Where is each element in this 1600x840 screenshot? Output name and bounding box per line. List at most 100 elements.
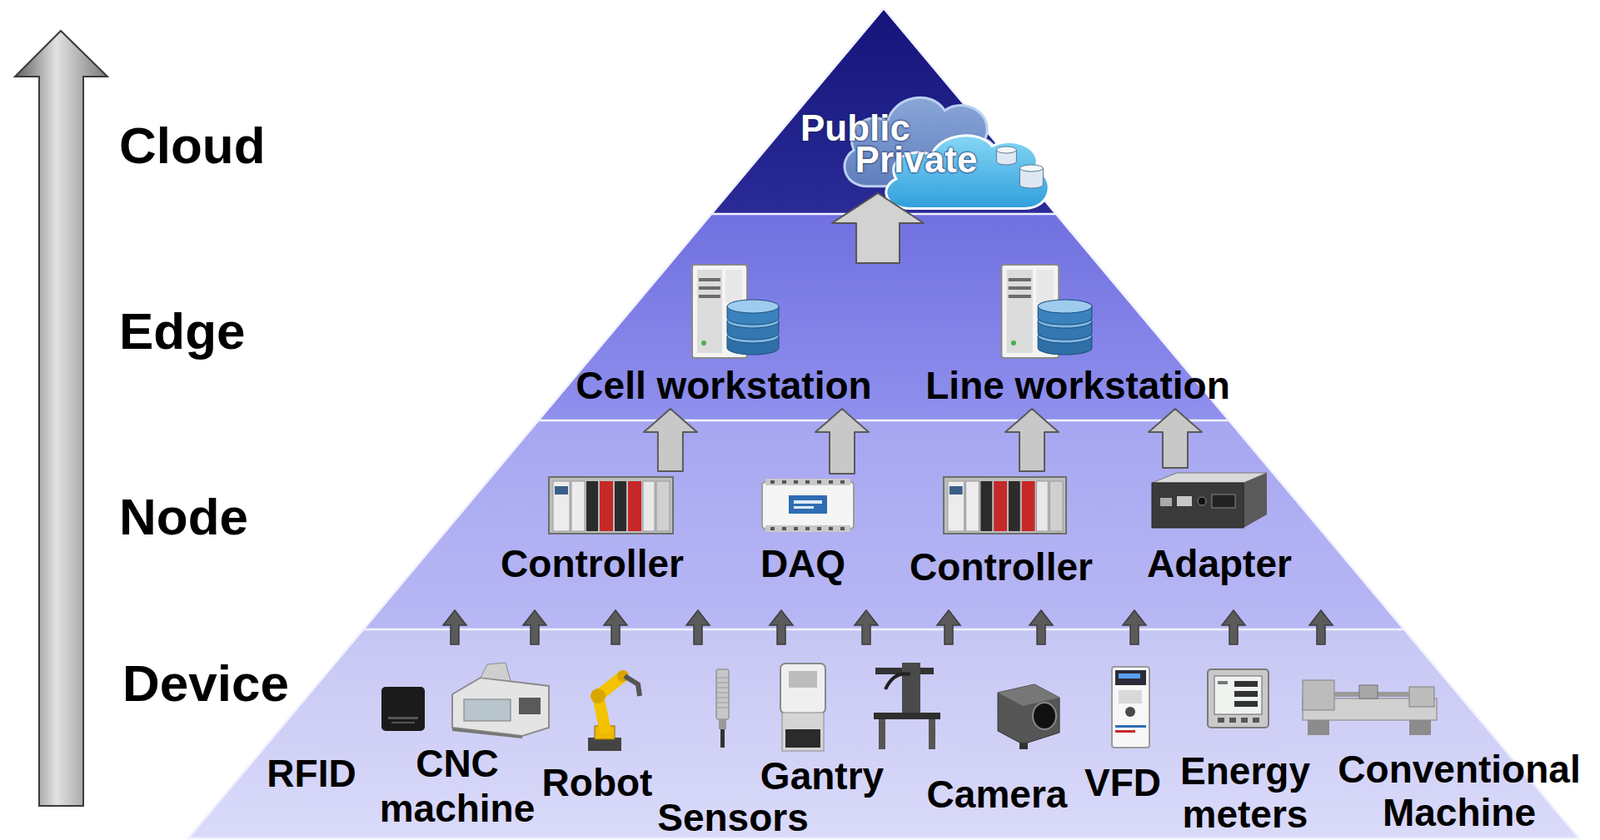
pyramid-band: EdgeCell workstation Line workstation — [0, 214, 1600, 421]
icon-part — [1006, 269, 1033, 354]
icon-part — [828, 480, 833, 484]
icon-part — [452, 727, 523, 739]
icon-part — [1307, 720, 1330, 736]
equipment-node: Robot — [538, 657, 657, 807]
icon-part — [782, 480, 787, 484]
server-icon — [685, 263, 781, 363]
adapter-icon — [1150, 471, 1268, 531]
icon-part — [840, 527, 845, 531]
equipment-node: CNC machine — [372, 657, 555, 835]
icon-part — [1008, 286, 1032, 290]
icon-part — [718, 719, 727, 730]
icon-part — [1160, 498, 1172, 507]
icon-part — [1008, 481, 1021, 532]
icon-part — [828, 527, 833, 531]
icon-part — [452, 677, 549, 737]
icon-part — [1036, 481, 1048, 532]
icon-part — [388, 717, 419, 720]
icon-part — [765, 525, 851, 533]
robot-icon — [573, 661, 645, 753]
icon-part — [943, 477, 1067, 534]
icon-part — [381, 687, 425, 732]
equipment-node: DAQ — [757, 473, 859, 588]
cnc-icon — [447, 661, 552, 740]
icon-part — [788, 671, 818, 688]
icon-part — [1197, 497, 1207, 506]
equipment-node: Line workstation — [922, 259, 1233, 409]
icon-part — [1243, 473, 1267, 529]
icon-part — [624, 676, 640, 697]
icon-part — [980, 481, 992, 532]
icon-part — [727, 299, 779, 314]
icon-part — [1036, 269, 1054, 304]
icon-part — [642, 481, 655, 532]
icon-part — [701, 340, 707, 346]
icon-part — [656, 481, 670, 532]
icon-part — [391, 722, 415, 724]
icon-part — [1118, 690, 1142, 704]
icon-part — [949, 486, 963, 495]
icon-part — [793, 527, 798, 531]
icon-part — [480, 662, 511, 682]
icon-part — [1214, 676, 1262, 715]
icon-part — [1234, 681, 1258, 688]
icon-part — [716, 669, 729, 720]
icon-part — [1207, 669, 1269, 728]
icon-part — [1049, 481, 1063, 532]
icon-part — [1011, 340, 1017, 346]
node-label: DAQ — [760, 543, 846, 584]
icon-part — [1359, 685, 1378, 699]
icon-part — [1176, 496, 1192, 507]
icon-part — [716, 677, 729, 708]
icon-part — [698, 294, 721, 299]
rfid-icon — [379, 685, 427, 733]
icon-part — [725, 269, 743, 304]
icon-part — [780, 663, 826, 714]
node-label: Cell workstation — [575, 365, 872, 406]
icon-part — [770, 480, 775, 484]
node-label: Line workstation — [925, 365, 1230, 406]
icon-part — [805, 480, 810, 484]
icon-part — [885, 673, 911, 690]
icon-part — [586, 481, 599, 532]
icon-part — [1211, 494, 1236, 509]
icon-part — [1115, 730, 1136, 733]
icon-part — [793, 500, 823, 504]
gantry-icon — [777, 662, 944, 753]
icon-part — [1234, 701, 1258, 708]
icon-part — [463, 699, 511, 722]
icon-part — [782, 712, 824, 752]
band-trapezoid — [711, 8, 1057, 215]
band-shape — [0, 0, 1600, 215]
icon-part — [770, 527, 775, 531]
icon-part — [548, 477, 673, 534]
node-label: Controller — [500, 543, 684, 584]
database-icon — [1019, 164, 1043, 172]
equipment-node: Cell workstation — [572, 259, 875, 409]
icon-part — [1302, 680, 1335, 711]
band-trapezoid — [363, 420, 1405, 630]
icon-part — [840, 480, 845, 484]
icon-part — [1008, 278, 1032, 282]
equipment-node: Conventional Machine — [1297, 670, 1592, 838]
icon-part — [1252, 717, 1260, 723]
plc-icon — [548, 474, 674, 536]
icon-part — [1019, 742, 1028, 750]
icon-part — [1229, 717, 1237, 723]
icon-part — [765, 478, 851, 486]
equipment-node: Controller — [906, 471, 1097, 591]
icon-part — [947, 481, 965, 532]
icon-part — [966, 481, 980, 532]
equipment-node: Controller — [497, 471, 688, 588]
icon-part — [697, 269, 723, 354]
level-label: Edge — [119, 303, 246, 360]
icon-part — [1021, 481, 1036, 532]
node-label: Robot — [542, 762, 653, 803]
node-label: Controller — [909, 547, 1093, 588]
icon-part — [1037, 299, 1092, 314]
icon-part — [805, 527, 810, 531]
icon-part — [878, 719, 886, 750]
node-label: VFD — [1084, 762, 1162, 803]
icon-part — [785, 729, 821, 748]
